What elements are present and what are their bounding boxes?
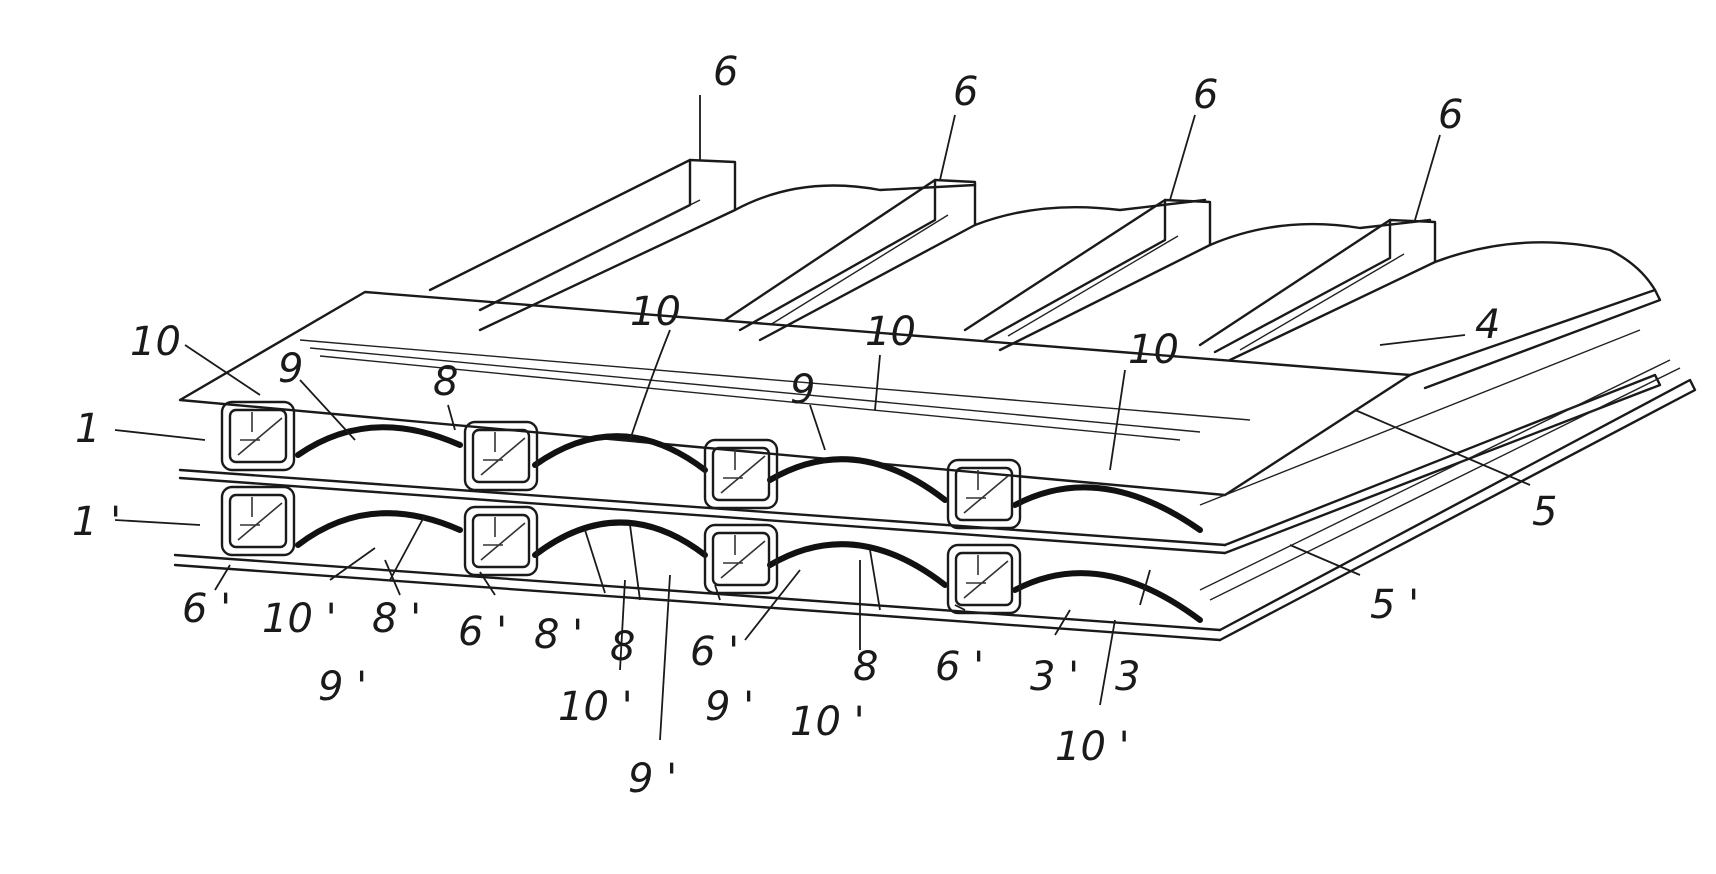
label-8-prime-a: 8 ' xyxy=(372,596,421,642)
label-10-b: 10 xyxy=(630,289,681,335)
label-3: 3 xyxy=(1115,654,1140,700)
upper-panel-ribs xyxy=(428,158,1657,362)
label-10-prime-b: 10 ' xyxy=(558,684,633,730)
label-6-d: 6 xyxy=(1438,92,1463,138)
lower-panel xyxy=(173,359,1697,642)
label-6-c: 6 xyxy=(1193,72,1218,118)
label-8-prime-b: 8 ' xyxy=(534,612,583,658)
label-8-a: 8 xyxy=(433,359,458,405)
label-6-a: 6 xyxy=(713,49,738,95)
label-3-prime: 3 ' xyxy=(1030,654,1079,700)
label-4: 4 xyxy=(1475,302,1500,348)
top-plate xyxy=(178,288,1662,497)
label-10-d: 10 xyxy=(1128,327,1179,373)
label-5-prime: 5 ' xyxy=(1370,582,1419,628)
label-8-b: 8 xyxy=(610,624,635,670)
label-10-prime-a: 10 ' xyxy=(262,596,337,642)
label-9-prime-c: 9 ' xyxy=(705,684,754,730)
label-10-c: 10 xyxy=(865,309,916,355)
label-6-prime-c: 6 ' xyxy=(690,629,739,675)
label-9-a: 9 xyxy=(278,346,303,392)
label-9-prime-a: 9 ' xyxy=(318,664,367,710)
label-10-prime-d: 10 ' xyxy=(1055,724,1130,770)
label-1: 1 xyxy=(75,406,100,452)
label-6-prime-a: 6 ' xyxy=(182,586,231,632)
label-6-prime-b: 6 ' xyxy=(458,609,507,655)
label-9-b: 9 xyxy=(790,367,815,413)
label-9-prime-b: 9 ' xyxy=(628,756,677,802)
label-6-prime-d: 6 ' xyxy=(935,644,984,690)
reference-labels: 6 6 6 6 10 10 10 10 9 8 9 4 5 1 1 ' 6 ' … xyxy=(72,49,1557,802)
label-8-c: 8 xyxy=(853,644,878,690)
upper-panel-front xyxy=(178,329,1662,555)
label-10-prime-c: 10 ' xyxy=(790,699,865,745)
label-5: 5 xyxy=(1532,489,1557,535)
leader-lines xyxy=(114,95,1531,741)
label-1-prime: 1 ' xyxy=(72,499,121,545)
label-6-b: 6 xyxy=(953,69,978,115)
label-10-a: 10 xyxy=(130,319,181,365)
